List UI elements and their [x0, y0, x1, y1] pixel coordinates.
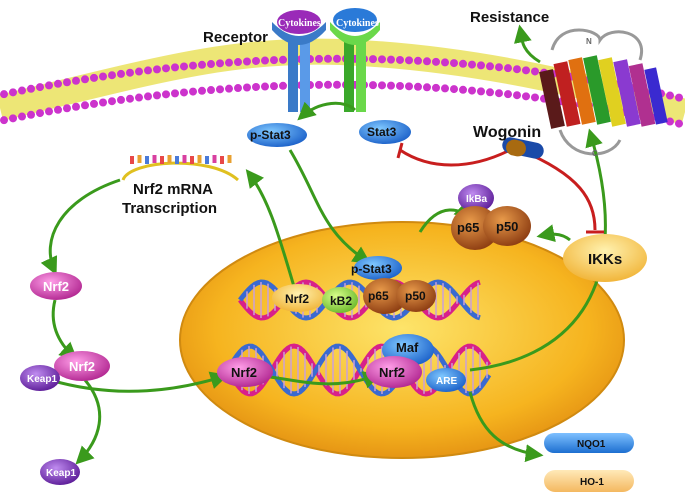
nrf2-free-label: Nrf2: [43, 279, 69, 294]
keap1-free-label: Keap1: [46, 468, 76, 479]
nrf2-on-dna-lower: [366, 356, 422, 388]
nqo1-label: NQO1: [577, 439, 606, 450]
stat3-cytoplasm: [359, 120, 411, 144]
wogonin-molecule: [502, 137, 544, 159]
keap1-bound-label: Keap1: [27, 374, 57, 385]
activation-arrows: [40, 24, 607, 465]
resistance-label: Resistance: [470, 9, 549, 26]
p50-label: p50: [496, 219, 518, 234]
membrane-transporter: [539, 28, 668, 156]
inhibition-lines: [396, 142, 604, 234]
cytokine-receptor-right: [330, 8, 380, 112]
ikba-label: IkBa: [466, 194, 488, 205]
ikks-label: IKKs: [588, 251, 622, 268]
p-stat3-nucleus-label: p-Stat3: [351, 262, 392, 276]
nrf2-nuclear-label: Nrf2: [231, 365, 257, 380]
nrf2-dna-upper-label: Nrf2: [285, 292, 309, 306]
kb2-element: [322, 287, 358, 313]
nrf2-dna-lower-label: Nrf2: [379, 365, 405, 380]
p-stat3-label-top: p-Stat3: [250, 128, 291, 142]
nrf2-on-dna-upper: [272, 284, 324, 312]
nqo1-box: [544, 433, 634, 453]
nrf2-free-cytoplasm: [30, 272, 82, 300]
nrf2-keap1-bound: [54, 351, 110, 381]
ho1-box: [544, 470, 634, 492]
are-label: ARE: [436, 376, 457, 387]
mrna-label-line1: Nrf2 mRNA: [133, 181, 213, 198]
p65-on-dna: [363, 278, 407, 314]
nrf2-nuclear-entry: [217, 357, 273, 387]
cytokine-receptor-left: [272, 10, 326, 112]
mrna-strand: [121, 155, 239, 182]
p50-protein: [483, 206, 531, 246]
are-element: [426, 368, 466, 392]
p-stat3-cytoplasm: [247, 123, 307, 147]
maf-label: Maf: [396, 340, 419, 355]
cytokines-label-right: Cytokines: [336, 18, 379, 29]
nrf2-keap-bound-label: Nrf2: [69, 359, 95, 374]
p50-on-dna: [396, 280, 436, 312]
keap1-free: [40, 459, 80, 485]
cytokines-label-left: Cytokines: [278, 18, 321, 29]
ho1-label: HO-1: [580, 477, 604, 488]
channel-c-label: C: [592, 149, 598, 158]
p-stat3-nucleus: [354, 256, 402, 280]
ikks-complex: [563, 234, 647, 282]
p50-dna-label: p50: [405, 289, 426, 303]
mrna-label-line2: Transcription: [122, 200, 217, 217]
ikba-protein: [458, 184, 494, 212]
channel-n-label: N: [586, 37, 592, 46]
kb2-label: kB2: [330, 294, 352, 308]
stat3-label: Stat3: [367, 125, 397, 139]
keap1-bound: [20, 365, 60, 391]
wogonin-label: Wogonin: [473, 124, 541, 141]
receptor-label: Receptor: [203, 29, 268, 46]
p65-dna-label: p65: [368, 289, 389, 303]
p65-label: p65: [457, 220, 479, 235]
